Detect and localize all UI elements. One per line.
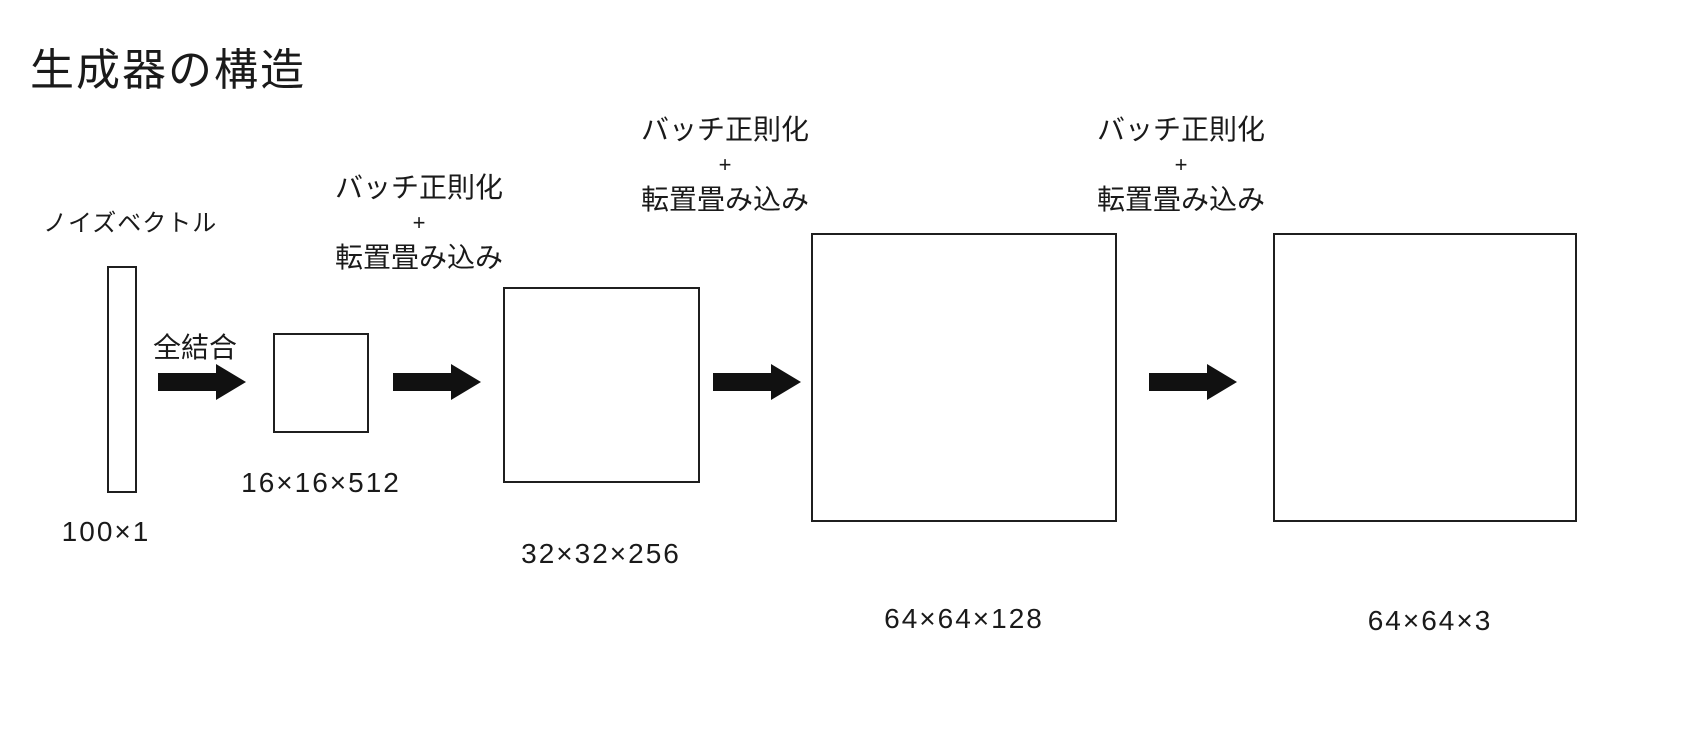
batchnorm-deconv-label-3: バッチ正則化 + 転置畳み込み — [1051, 112, 1311, 217]
flow-arrow-3 — [713, 364, 801, 400]
noise-vector-label: ノイズベクトル — [43, 210, 218, 237]
feature-map-32x32x256-dim-label: 32×32×256 — [521, 538, 681, 569]
right-arrow-icon — [158, 364, 246, 400]
noise-vector-box — [107, 266, 137, 493]
batchnorm-line: バッチ正則化 — [1096, 114, 1265, 145]
batchnorm-line: バッチ正則化 — [640, 114, 809, 145]
flow-arrow-2 — [393, 364, 481, 400]
right-arrow-icon — [393, 364, 481, 400]
page-title: 生成器の構造 — [30, 46, 306, 95]
output-image-64x64x3-dim-label: 64×64×3 — [1367, 605, 1493, 636]
right-arrow-icon — [1149, 364, 1237, 400]
feature-map-64x64x128-dim-label: 64×64×128 — [884, 603, 1044, 634]
flow-arrow-4 — [1149, 364, 1237, 400]
flow-arrow-1 — [158, 364, 246, 400]
plus-line: + — [718, 152, 732, 177]
feature-map-32x32x256-box — [503, 287, 700, 483]
feature-map-16x16x512-box — [273, 333, 369, 433]
transposed-conv-line: 転置畳み込み — [334, 242, 503, 273]
transposed-conv-line: 転置畳み込み — [640, 184, 809, 215]
right-arrow-icon — [713, 364, 801, 400]
fully-connected-label: 全結合 — [152, 332, 237, 363]
plus-line: + — [1174, 152, 1188, 177]
output-image-64x64x3-box — [1273, 233, 1577, 522]
feature-map-16x16x512-dim-label: 16×16×512 — [241, 467, 401, 498]
batchnorm-line: バッチ正則化 — [334, 172, 503, 203]
noise-dim-label: 100×1 — [61, 516, 151, 547]
batchnorm-deconv-label-2: バッチ正則化 + 転置畳み込み — [595, 112, 855, 217]
plus-line: + — [412, 210, 426, 235]
batchnorm-deconv-label-1: バッチ正則化 + 転置畳み込み — [289, 170, 549, 275]
feature-map-64x64x128-box — [811, 233, 1117, 522]
transposed-conv-line: 転置畳み込み — [1096, 184, 1265, 215]
